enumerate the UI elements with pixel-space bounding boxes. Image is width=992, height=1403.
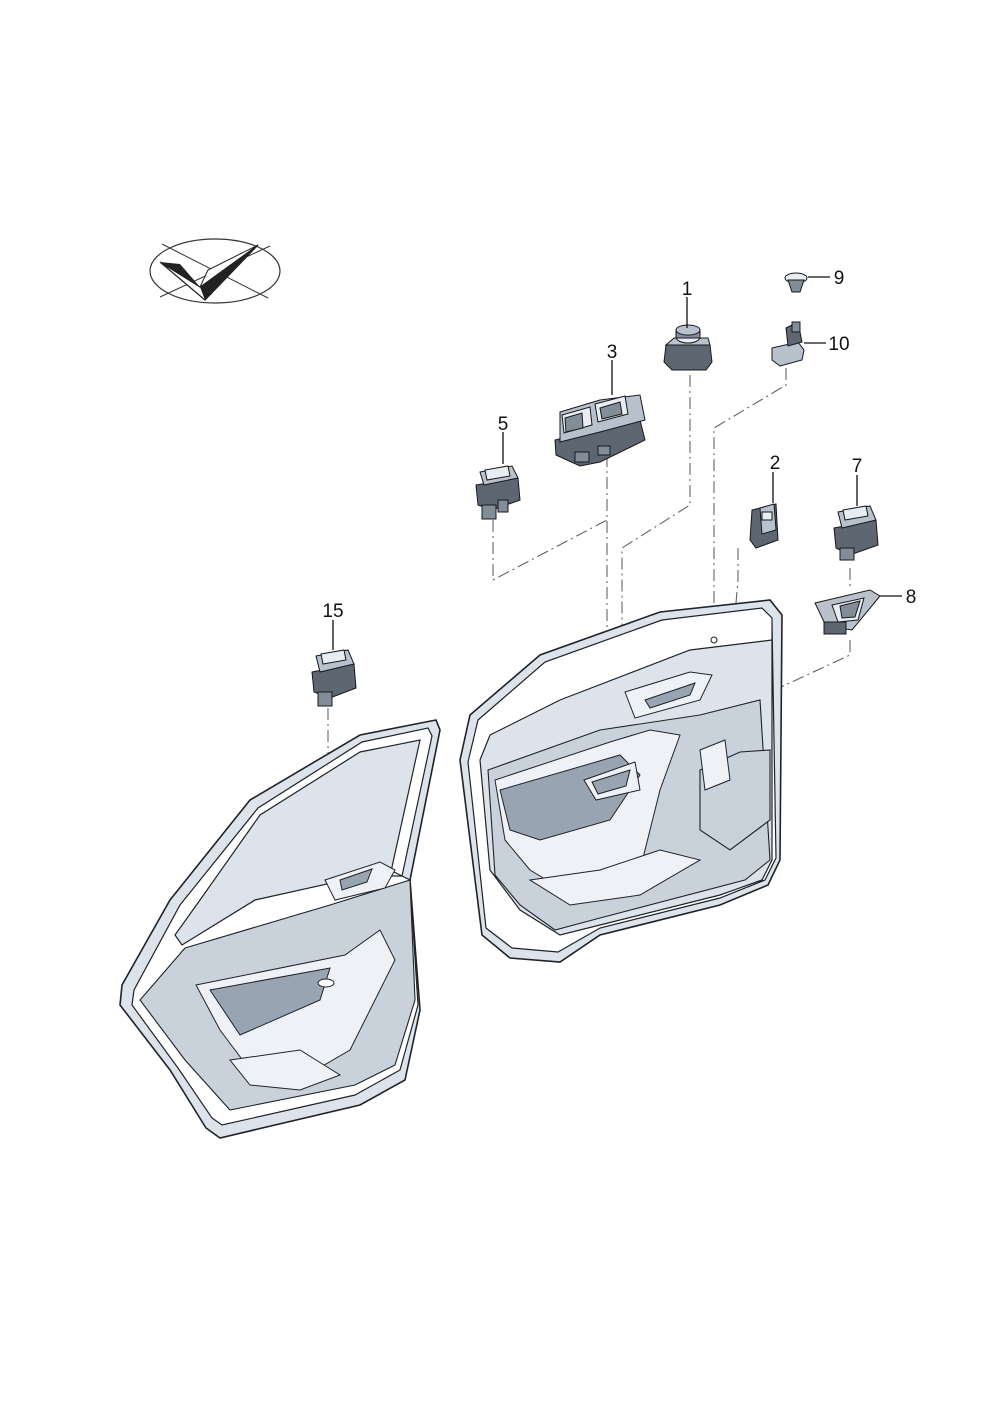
trim-clip (784, 272, 808, 293)
callout-10: 10 (828, 334, 849, 355)
single-window-switch-7 (833, 505, 879, 561)
mirror-adjust-switch (663, 324, 713, 371)
mounting-bracket (771, 321, 805, 367)
rear-door-trim-panel (119, 719, 441, 1139)
window-switch-module (554, 394, 646, 467)
rear-window-switch (311, 649, 357, 707)
callout-8: 8 (906, 587, 917, 608)
switch-bezel (814, 589, 881, 635)
callout-7: 7 (852, 456, 863, 477)
callout-5: 5 (498, 414, 509, 435)
checkmark-compass-logo (149, 238, 281, 304)
single-window-switch-5 (475, 465, 521, 520)
callout-15: 15 (322, 601, 343, 622)
callout-leaders (332, 276, 902, 650)
callout-labels: 1 2 3 5 7 8 9 10 15 (322, 268, 916, 622)
callout-2: 2 (770, 453, 781, 474)
small-switch-2 (749, 503, 779, 549)
front-door-trim-panel (459, 599, 783, 963)
callout-3: 3 (607, 342, 618, 363)
callout-9: 9 (834, 268, 845, 289)
callout-1: 1 (682, 279, 693, 300)
